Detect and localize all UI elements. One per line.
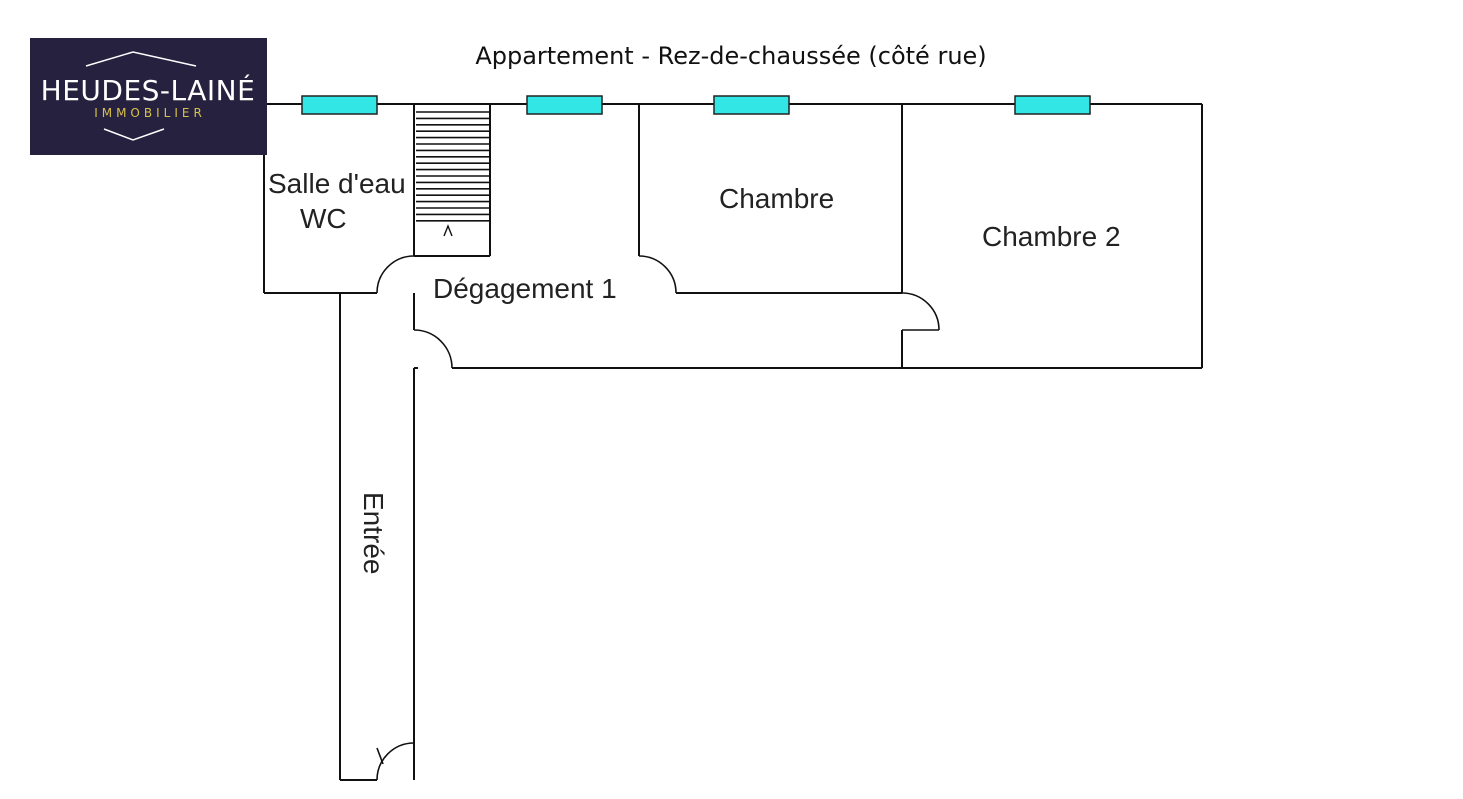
logo-tagline: IMMOBILIER — [94, 106, 206, 120]
door-chambre-2 — [901, 292, 940, 331]
plan-title: Appartement - Rez-de-chaussée (côté rue) — [475, 42, 986, 70]
window-chambre-2 — [1014, 95, 1091, 115]
doors — [376, 255, 940, 781]
label-chambre: Chambre — [719, 183, 834, 214]
door-degagement-entree — [413, 329, 453, 369]
door-entree-front — [376, 742, 415, 781]
label-wc: WC — [300, 203, 347, 234]
window-chambre — [713, 95, 790, 115]
label-entree: Entrée — [358, 492, 389, 575]
door-salle-deau — [376, 255, 415, 294]
logo-name: HEUDES-LAINÉ — [41, 73, 256, 107]
label-degagement: Dégagement 1 — [433, 273, 617, 304]
windows — [301, 95, 1091, 115]
logo-roof-line — [85, 51, 197, 67]
stair-arrow-icon — [443, 224, 453, 237]
window-degagement — [526, 95, 603, 115]
door-entree-front-tick — [376, 747, 384, 765]
label-chambre-2: Chambre 2 — [982, 221, 1121, 252]
room-labels: Salle d'eau WC Chambre Chambre 2 Dégagem… — [268, 168, 1121, 575]
staircase — [416, 111, 490, 222]
brand-logo: HEUDES-LAINÉ IMMOBILIER — [30, 38, 267, 155]
logo-base-line — [103, 128, 165, 141]
door-chambre — [638, 255, 677, 294]
logo-background — [30, 38, 267, 155]
window-salle-deau — [301, 95, 378, 115]
label-salle-deau: Salle d'eau — [268, 168, 406, 199]
